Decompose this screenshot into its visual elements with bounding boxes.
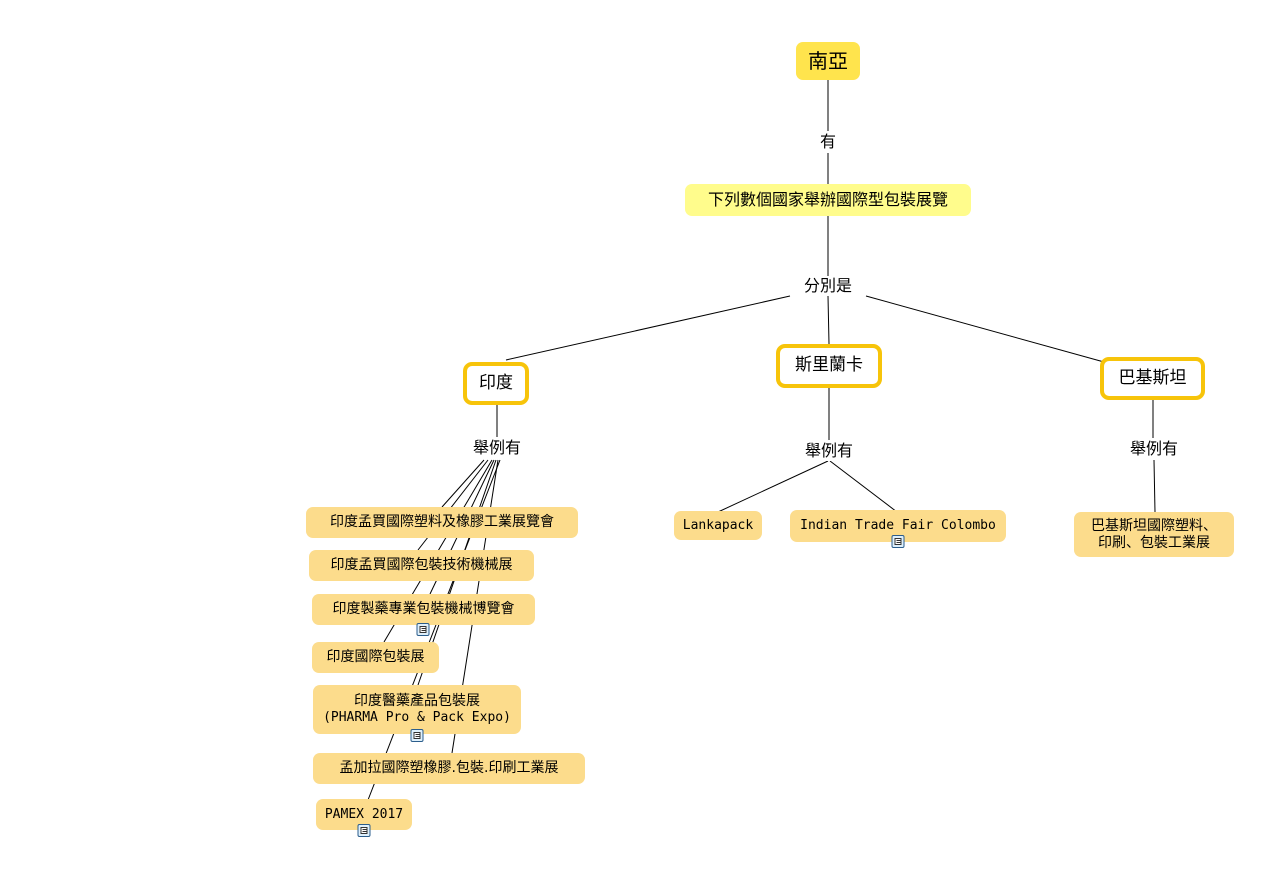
event-node[interactable]: 印度孟買國際包裝技術機械展	[309, 550, 534, 581]
document-icon[interactable]	[416, 623, 430, 636]
country-node-sri-lanka[interactable]: 斯里蘭卡	[776, 344, 882, 388]
event-label-secondary: 印刷、包裝工業展	[1098, 534, 1210, 551]
event-node[interactable]: 印度孟買國際塑料及橡膠工業展覽會	[306, 507, 578, 538]
event-label: 印度孟買國際塑料及橡膠工業展覽會	[330, 514, 554, 531]
event-label: 印度製藥專業包裝機械博覽會	[332, 601, 515, 618]
event-label-secondary: (PHARMA Pro & Pack Expo)	[323, 710, 511, 726]
event-node[interactable]: 印度醫藥產品包裝展 (PHARMA Pro & Pack Expo)	[313, 685, 521, 734]
event-label: 印度孟買國際包裝技術機械展	[330, 557, 513, 574]
event-label: 孟加拉國際塑橡膠.包裝.印刷工業展	[339, 760, 559, 777]
event-label: 印度國際包裝展	[326, 649, 425, 666]
link-label-examples-india: 舉例有	[471, 438, 523, 458]
root-node-south-asia[interactable]: 南亞	[796, 42, 860, 80]
event-node[interactable]: 孟加拉國際塑橡膠.包裝.印刷工業展	[313, 753, 585, 784]
document-icon[interactable]	[891, 535, 905, 548]
document-icon[interactable]	[410, 729, 424, 742]
link-label-has: 有	[818, 132, 838, 152]
event-node[interactable]: 巴基斯坦國際塑料、 印刷、包裝工業展	[1074, 512, 1234, 557]
link-label-examples-pakistan: 舉例有	[1128, 439, 1180, 459]
link-label-examples-sri-lanka: 舉例有	[803, 441, 855, 461]
event-node[interactable]: 印度製藥專業包裝機械博覽會	[312, 594, 535, 625]
link-label-respectively: 分別是	[802, 276, 854, 296]
concept-node-packaging-exhibitions[interactable]: 下列數個國家舉辦國際型包裝展覽	[685, 184, 971, 216]
event-node[interactable]: Lankapack	[674, 511, 762, 540]
connector	[1153, 459, 1156, 513]
event-label: Lankapack	[682, 517, 754, 533]
connector	[441, 459, 485, 508]
country-node-india[interactable]: 印度	[463, 362, 529, 405]
connector	[865, 295, 1105, 363]
event-label: 印度醫藥產品包裝展	[354, 693, 480, 710]
connector	[717, 460, 829, 513]
connector	[827, 295, 830, 345]
country-node-pakistan[interactable]: 巴基斯坦	[1100, 357, 1205, 400]
event-label: PAMEX 2017	[324, 806, 404, 822]
event-node[interactable]: 印度國際包裝展	[312, 642, 439, 673]
connector	[505, 295, 791, 361]
document-icon[interactable]	[357, 824, 371, 837]
event-label: Indian Trade Fair Colombo	[800, 518, 996, 534]
connector	[829, 460, 898, 513]
event-label: 巴基斯坦國際塑料、	[1091, 517, 1217, 534]
